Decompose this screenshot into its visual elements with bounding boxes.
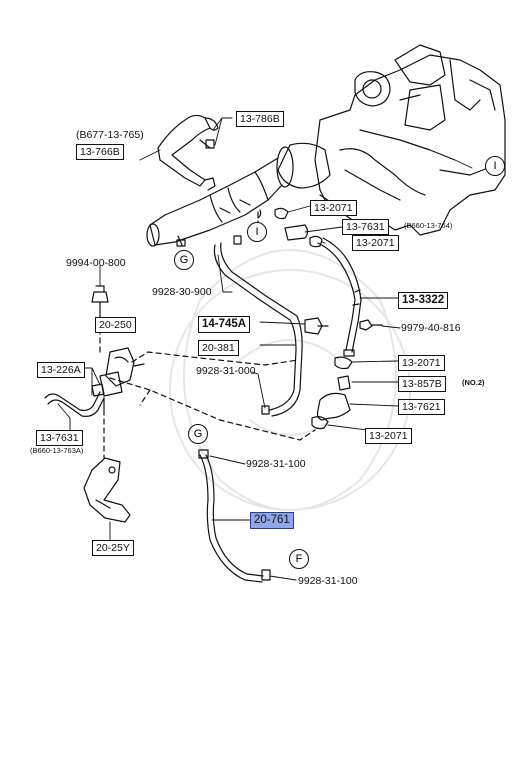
part-label-13-786B: 13-786B <box>236 111 284 127</box>
part-label-20-25Y: 20-25Y <box>92 540 134 556</box>
part-label-13-226A: 13-226A <box>37 362 85 378</box>
pipe-20-381 <box>213 235 303 417</box>
part-label-14-745A: 14-745A <box>198 316 251 333</box>
part-label-9928-31-000: 9928-31-000 <box>196 365 256 377</box>
intake-hose <box>146 142 331 247</box>
upper-left-hose <box>157 114 219 191</box>
part-label-B660-13-763A: (B660-13-763A) <box>30 446 84 455</box>
part-label-13-7631-a: 13-7631 <box>342 219 389 235</box>
part-label-13-2071-a: 13-2071 <box>310 200 357 216</box>
part-label-20-761[interactable]: 20-761 <box>250 512 294 529</box>
part-label-13-766B: 13-766B <box>76 144 124 160</box>
part-label-13-2071-b: 13-2071 <box>352 235 399 251</box>
ref-circle-F: F <box>289 549 309 569</box>
part-label-B660-13-764: (B660-13-764) <box>404 221 453 230</box>
left-components <box>44 285 145 523</box>
valve-14-745A <box>304 317 323 335</box>
part-label-B677-13-765: (B677-13-765) <box>76 129 144 141</box>
hose-20-761 <box>198 449 271 583</box>
ref-circle-I-mid: I <box>247 222 267 242</box>
fittings-right <box>274 207 383 430</box>
part-label-9928-30-900: 9928-30-900 <box>152 286 212 298</box>
part-label-13-2071-d: 13-2071 <box>365 428 412 444</box>
part-label-13-2071-c: 13-2071 <box>398 355 445 371</box>
part-label-13-3322: 13-3322 <box>398 292 449 309</box>
ref-circle-I-top: I <box>485 156 505 176</box>
part-label-20-381: 20-381 <box>198 340 239 356</box>
ref-circle-G-mid: G <box>188 424 208 444</box>
hose-13-3322 <box>317 237 362 357</box>
part-label-13-857B: 13-857B <box>398 376 446 392</box>
part-label-20-250: 20-250 <box>95 317 136 333</box>
ref-circle-G-left: G <box>174 250 194 270</box>
part-label-9994-00-800: 9994-00-800 <box>66 257 126 269</box>
part-label-9928-31-100-b: 9928-31-100 <box>298 575 358 587</box>
part-label-13-7631-b: 13-7631 <box>36 430 83 446</box>
part-label-9979-40-816: 9979-40-816 <box>401 322 461 334</box>
part-label-no2: (NO.2) <box>462 378 485 387</box>
part-label-13-7621: 13-7621 <box>398 399 445 415</box>
part-label-9928-31-100-a: 9928-31-100 <box>246 458 306 470</box>
dashed-routing <box>99 211 316 459</box>
